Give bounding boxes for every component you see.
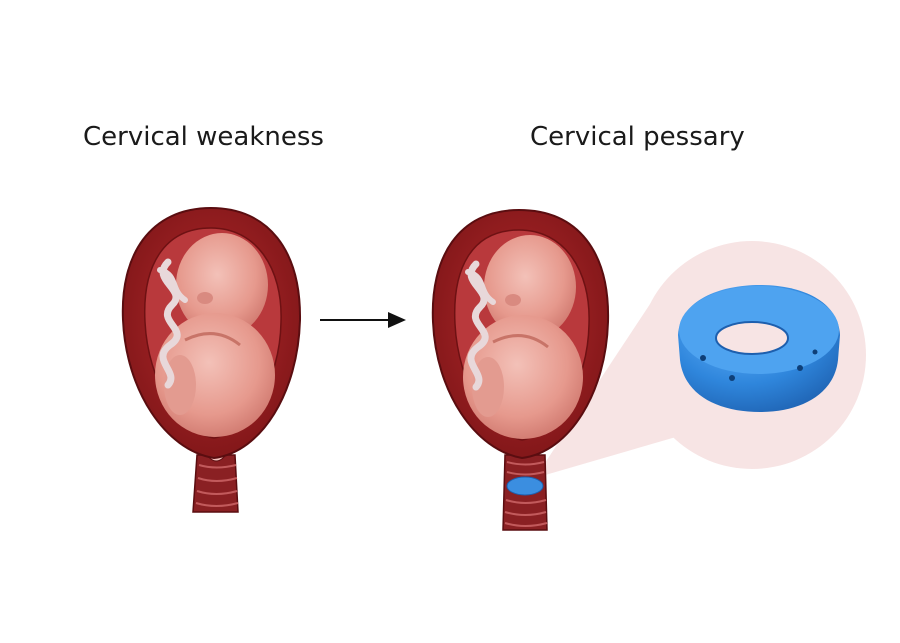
umbilical-cord-right bbox=[467, 260, 489, 391]
fetus-left bbox=[155, 233, 275, 437]
right-arrow-icon bbox=[320, 312, 406, 328]
pessary-ring-icon bbox=[678, 285, 840, 412]
title-cervical-weakness: Cervical weakness bbox=[83, 122, 324, 152]
fetus-right bbox=[463, 235, 583, 439]
uterus-cervical-weakness bbox=[121, 206, 302, 513]
umbilical-cord-left bbox=[159, 258, 181, 389]
cervix-supported bbox=[502, 454, 548, 531]
uterus-cervical-pessary bbox=[431, 208, 610, 531]
title-cervical-pessary: Cervical pessary bbox=[530, 122, 745, 152]
pessary-inserted bbox=[506, 476, 544, 496]
cervix-weak bbox=[192, 451, 239, 513]
